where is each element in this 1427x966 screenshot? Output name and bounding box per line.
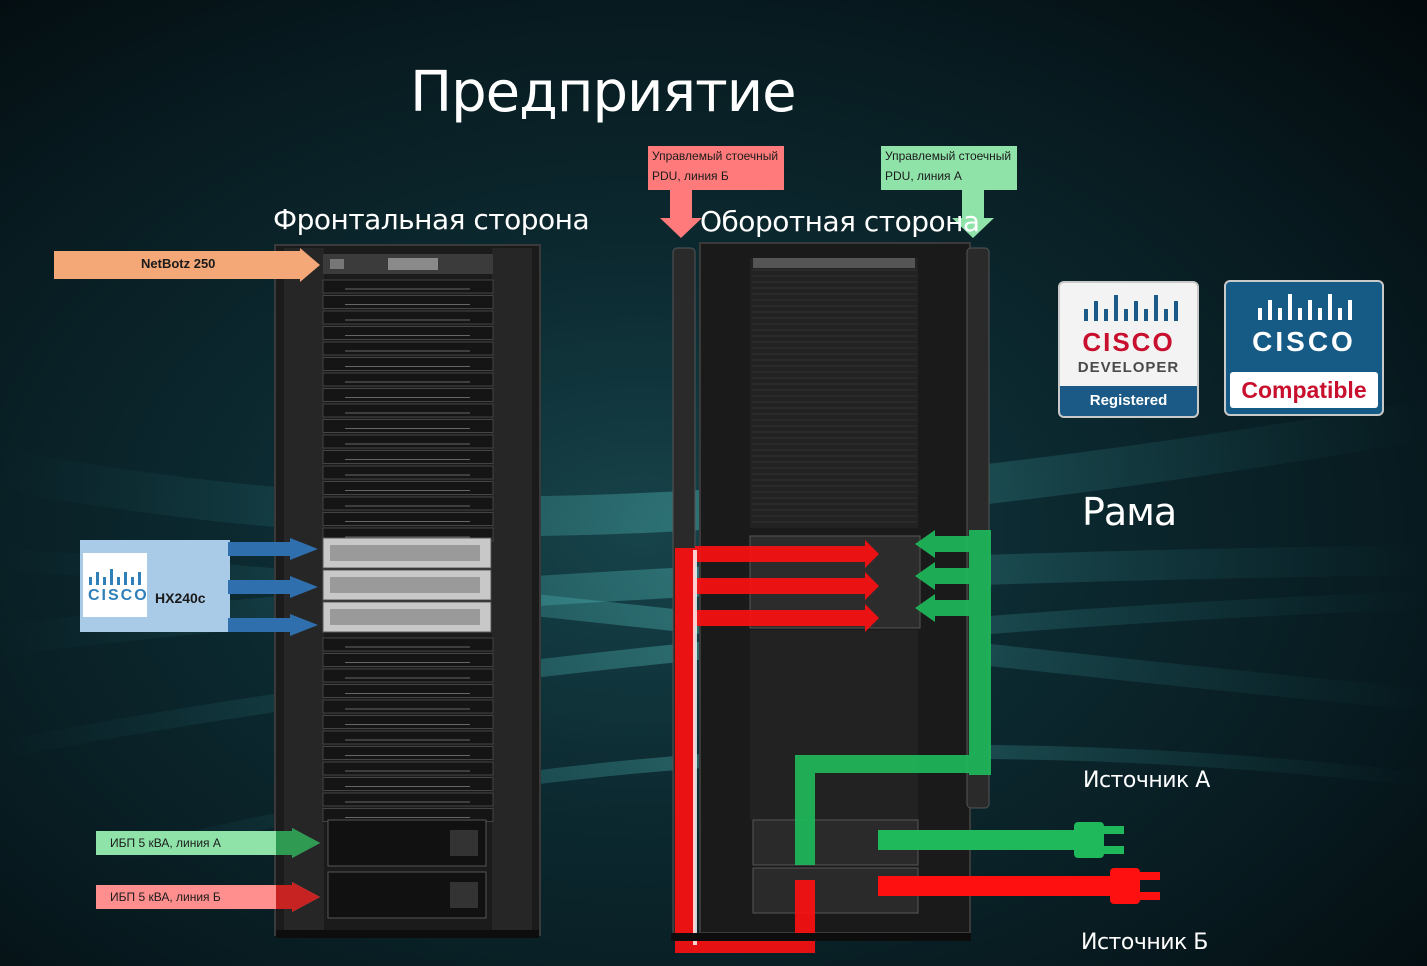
pdu-b-callout: Управлемый стоечный PDU, линия Б: [648, 146, 784, 190]
pdu-b-label-line2: PDU, линия Б: [652, 169, 729, 183]
source-b-label: Источник Б: [1081, 930, 1208, 955]
netbotz-arrow: [54, 248, 320, 282]
pdu-a-label-line2: PDU, линия А: [885, 169, 962, 183]
pdu-b-label-line1: Управлемый стоечный: [652, 149, 779, 163]
ups-a-arrow: [96, 828, 320, 858]
cisco-bars-icon: [1258, 294, 1352, 320]
netbotz-label: NetBotz 250: [141, 256, 216, 271]
ups-a-label: ИБП 5 кВА, линия А: [110, 836, 221, 850]
compatible-badge-brand: CISCO: [1252, 326, 1356, 357]
cisco-logo: [83, 553, 147, 617]
hx-model: HX240c: [155, 590, 206, 606]
cisco-developer-badge: CISCO DEVELOPER Registered: [1058, 281, 1199, 418]
back-rack: [671, 242, 991, 953]
plug-b-icon: [878, 868, 1160, 904]
ups-rear: [752, 819, 919, 914]
cisco-compatible-badge: CISCO Compatible: [1224, 280, 1384, 416]
source-a-label: Источник А: [1083, 768, 1210, 793]
front-rack: [274, 244, 541, 938]
source-cables: [878, 822, 1160, 904]
netbotz-rear: [753, 258, 915, 268]
ups-b-label: ИБП 5 кВА, линия Б: [110, 890, 221, 904]
page-title: Предприятие: [410, 60, 797, 125]
pdu-a-arrow: [952, 190, 994, 238]
front-side-label: Фронтальная сторона: [273, 203, 590, 236]
hx-brand: CISCO: [88, 587, 149, 604]
compatible-badge-strip: Compatible: [1230, 372, 1378, 408]
developer-badge-sub: DEVELOPER: [1077, 359, 1180, 376]
line-a-cabling: [795, 530, 991, 865]
hx-servers: [322, 537, 492, 633]
pdu-b-arrow: [660, 190, 702, 238]
back-side-label: Оборотная сторона: [700, 205, 980, 238]
frame-label: Рама: [1082, 490, 1177, 534]
pdu-a-callout: Управлемый стоечный PDU, линия А: [881, 146, 1017, 190]
line-b-cabling: [675, 540, 879, 953]
pdu-a-label-line1: Управлемый стоечный: [885, 149, 1012, 163]
ups-units: [327, 819, 487, 919]
developer-badge-strip: Registered: [1060, 386, 1197, 416]
cisco-bars-icon: [1084, 295, 1178, 321]
hx-arrows: [228, 538, 318, 636]
cisco-bars-icon: [89, 569, 141, 585]
plug-a-icon: [878, 822, 1124, 858]
developer-badge-brand: CISCO: [1082, 327, 1175, 357]
ups-b-arrow: [96, 882, 320, 912]
